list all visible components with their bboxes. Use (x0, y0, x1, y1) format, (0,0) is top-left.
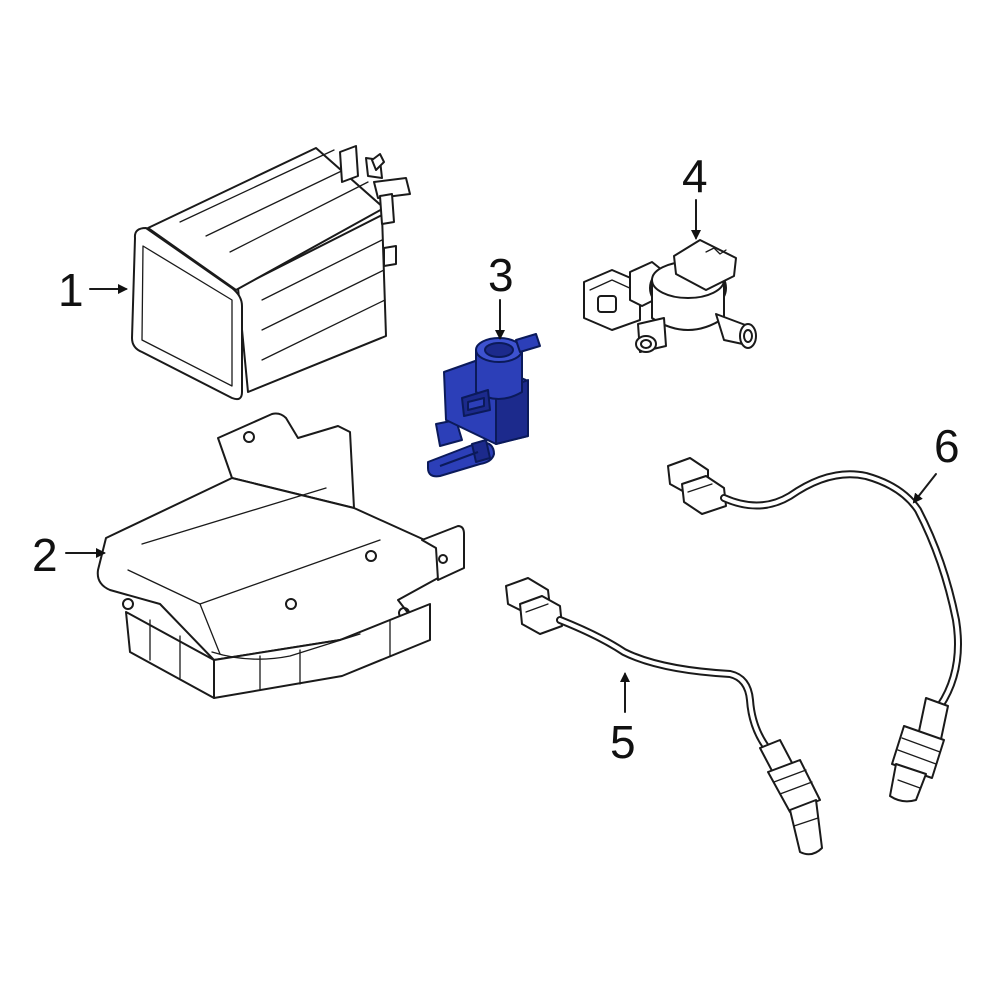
part-1-canister[interactable] (131, 145, 411, 401)
callout-label-1: 1 (58, 264, 84, 316)
part-3-purge-valve[interactable] (427, 333, 541, 478)
part-2-bracket[interactable] (96, 412, 465, 699)
callout-label-5: 5 (610, 716, 636, 768)
part-4-vent-valve[interactable] (583, 239, 757, 353)
callout-label-3: 3 (488, 249, 514, 301)
part-5-oxygen-sensor[interactable] (505, 577, 823, 856)
callout-6: 6 (912, 420, 960, 504)
callout-label-6: 6 (934, 420, 960, 472)
callout-label-4: 4 (682, 150, 708, 202)
callout-3: 3 (488, 249, 514, 340)
callout-label-2: 2 (32, 529, 58, 581)
callout-2: 2 (32, 529, 106, 581)
callout-5: 5 (610, 672, 636, 768)
callout-4: 4 (682, 150, 708, 240)
callout-1: 1 (58, 264, 128, 316)
part-6-oxygen-sensor[interactable] (667, 457, 962, 803)
callout-arrow-6 (912, 473, 937, 504)
